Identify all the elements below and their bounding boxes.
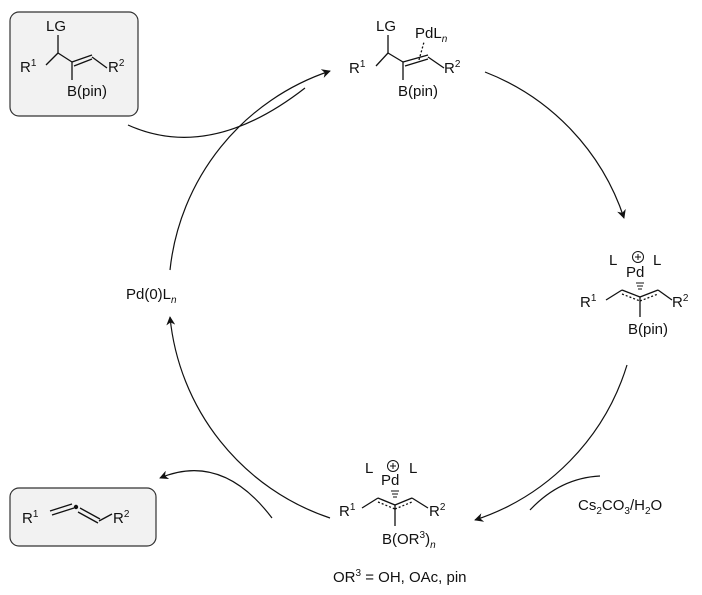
- boronate-boron: B(OR3)n: [382, 530, 436, 551]
- complex-leaving-group: LG: [376, 18, 396, 35]
- allyl-pd: Pd: [626, 264, 644, 281]
- boronate-r2: R2: [429, 502, 446, 520]
- footnote: OR3 = OH, OAc, pin: [333, 568, 467, 586]
- substrate-leaving-group: LG: [46, 18, 66, 35]
- product-r2: R2: [113, 509, 130, 527]
- product-box: R1 R2: [9, 487, 157, 547]
- substrate-r2: R2: [108, 58, 125, 76]
- boronate-ligand-left: L: [365, 460, 373, 477]
- boronate-complex: L L Pd + R1 R2 B(OR3)n: [339, 432, 688, 551]
- arrow-transmetalation: [474, 364, 628, 522]
- allyl-r1: R1: [580, 293, 597, 311]
- arrow-to-catalyst: [166, 316, 331, 519]
- arrow-substrate-entry: [127, 87, 306, 138]
- substrate-r1: R1: [20, 58, 37, 76]
- substrate-box: LG R1 R2 B(pin): [9, 11, 139, 117]
- complex-r2: R2: [444, 59, 461, 77]
- boronate-r1: R1: [339, 502, 356, 520]
- reagent-label: Cs2CO3/H2O: [578, 497, 662, 517]
- product-r1: R1: [22, 509, 39, 527]
- allyl-ligand-left: L: [609, 252, 617, 269]
- arrow-oxidative-addition: [484, 71, 626, 219]
- boronate-ligand-right: L: [409, 460, 417, 477]
- pd-coordination-complex: LG PdLn R1 R2 B(pin): [349, 18, 461, 100]
- complex-boron: B(pin): [398, 83, 438, 100]
- arrow-catalyst-to-complex: [169, 69, 331, 271]
- allyl-ligand-right: L: [653, 252, 661, 269]
- substrate-boron: B(pin): [67, 83, 107, 100]
- arrow-reagent-entry: [529, 475, 601, 511]
- allyl-boron: B(pin): [628, 321, 668, 338]
- complex-pd: PdLn: [415, 25, 448, 45]
- boronate-charge: +: [682, 432, 688, 443]
- arrow-product-exit: [159, 470, 273, 519]
- pi-allyl-complex: L L Pd + R1 R2 B(pin): [580, 222, 689, 338]
- catalyst-label: Pd(0)Ln: [126, 286, 177, 306]
- boronate-pd: Pd: [381, 472, 399, 489]
- allyl-charge: +: [682, 222, 688, 233]
- allyl-r2: R2: [672, 293, 689, 311]
- complex-r1: R1: [349, 59, 366, 77]
